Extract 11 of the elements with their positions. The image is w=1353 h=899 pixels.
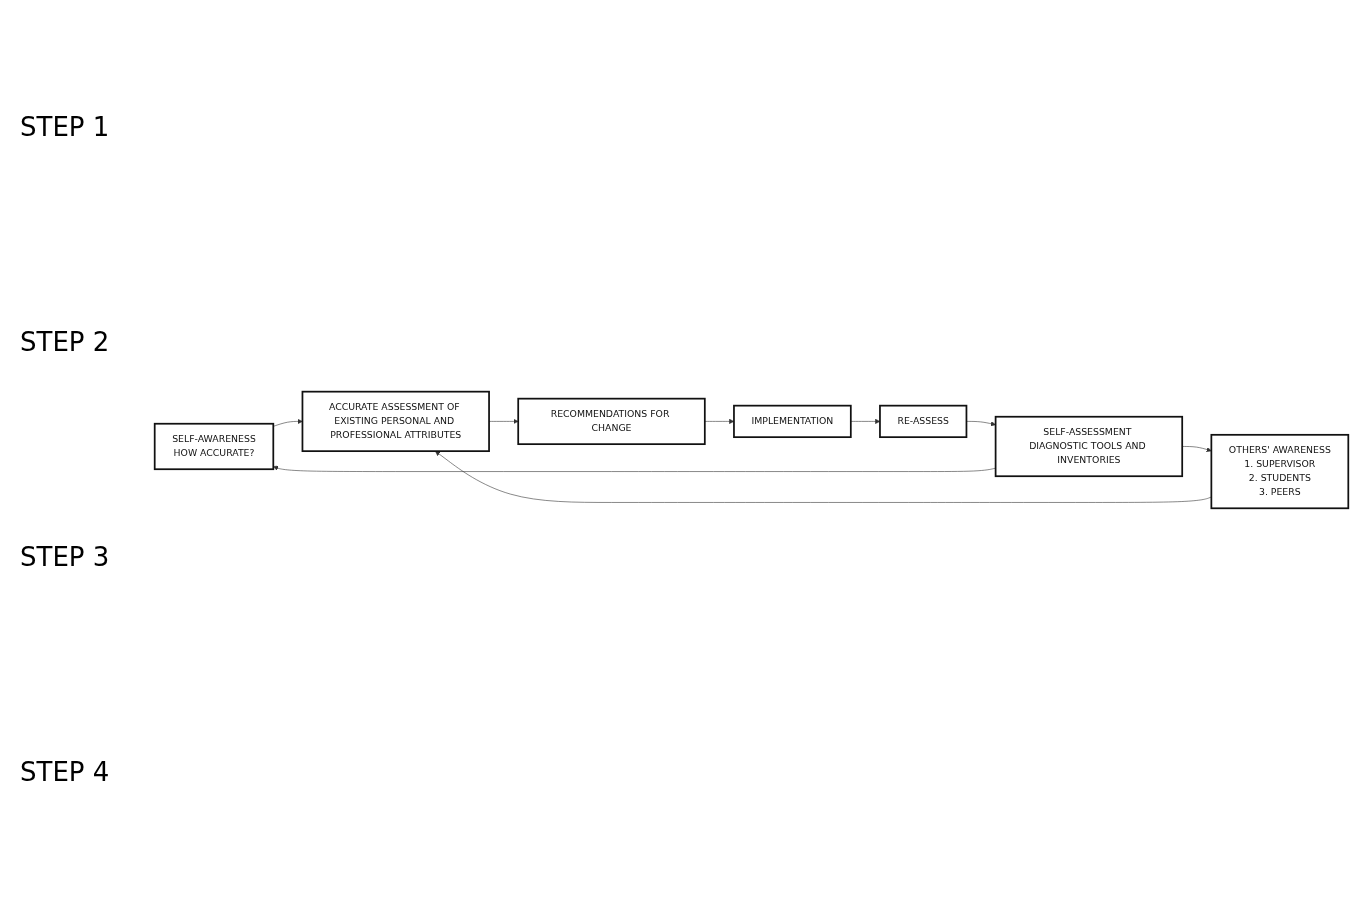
node-box: OTHERS' AWARENESS 1. SUPERVISOR 2. STUDENTS 3. PEERS	[1210, 433, 1350, 509]
node-box: SELF-ASSESSMENT DIAGNOSTIC TOOLS AND INVENTORIES	[994, 415, 1184, 477]
step-label: STEP 1	[20, 112, 111, 143]
step-label: STEP 3	[20, 541, 111, 572]
node-box: RE-ASSESS	[879, 404, 968, 438]
node-box: IMPLEMENTATION	[733, 404, 852, 438]
step-label: STEP 4	[20, 756, 111, 787]
step-label: STEP 2	[20, 327, 111, 358]
node-box: SELF-AWARENESS HOW ACCURATE?	[153, 422, 275, 470]
node-box: ACCURATE ASSESSMENT OF EXISTING PERSONAL AND PROFESSIONAL ATTRIBUTES	[301, 390, 490, 452]
node-box: RECOMMENDATIONS FOR CHANGE	[517, 397, 706, 445]
